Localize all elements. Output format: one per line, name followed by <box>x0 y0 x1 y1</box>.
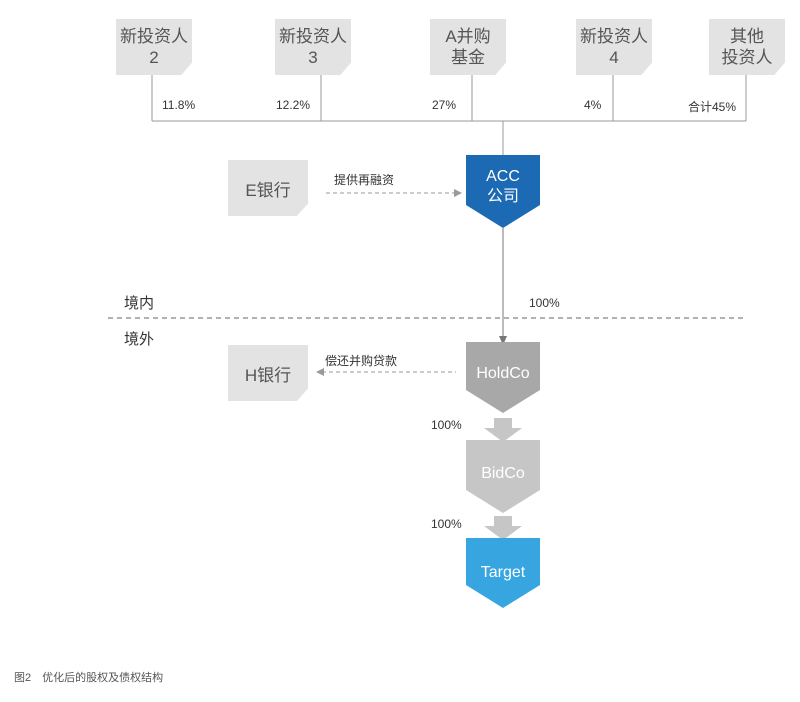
holdco-label: HoldCo <box>476 365 530 382</box>
investor-a-fund-pct: 27% <box>432 98 457 112</box>
acc-label-line2: 公司 <box>486 188 519 205</box>
figure-caption: 图2 优化后的股权及债权结构 <box>14 672 164 684</box>
investor-box-3: 新投资人 3 <box>275 19 351 75</box>
target-chevron <box>466 538 540 608</box>
investor-4-line2: 4 <box>609 48 619 67</box>
holdco-bidco-pct: 100% <box>431 418 462 432</box>
investor-2-line2: 2 <box>149 48 159 67</box>
investor-others-pct: 合计45% <box>688 100 737 114</box>
investor-box-a-fund: A并购 基金 <box>430 19 506 75</box>
investor-a-fund-line2: 基金 <box>451 48 485 67</box>
investor-3-line2: 3 <box>308 48 318 67</box>
bidco-target-arrow <box>484 516 522 540</box>
refinance-arrow-head <box>454 189 462 197</box>
investor-4-line1: 新投资人 <box>580 27 648 46</box>
investor-box-others: 其他 投资人 <box>709 19 785 75</box>
e-bank-box: E银行 <box>228 160 308 216</box>
repay-arrow-head <box>316 368 324 376</box>
acc-holdco-pct: 100% <box>529 296 560 310</box>
investor-box-4: 新投资人 4 <box>576 19 652 75</box>
investor-2-line1: 新投资人 <box>120 27 188 46</box>
bidco-chevron <box>466 440 540 513</box>
acc-label-line1: ACC <box>486 168 520 185</box>
acc-holdco-arrow-head <box>499 336 507 345</box>
investor-others-line2: 投资人 <box>721 48 773 67</box>
investor-box-2: 新投资人 2 <box>116 19 192 75</box>
holdco-chevron <box>466 342 540 413</box>
bidco-label: BidCo <box>481 465 525 482</box>
domestic-label: 境内 <box>124 295 155 312</box>
acc-chevron <box>466 155 540 228</box>
investor-a-fund-line1: A并购 <box>445 27 491 46</box>
bidco-target-pct: 100% <box>431 517 462 531</box>
refinance-label: 提供再融资 <box>334 173 395 187</box>
target-label: Target <box>480 564 526 581</box>
investor-others-line1: 其他 <box>730 27 764 46</box>
investor-3-pct: 12.2% <box>276 98 311 112</box>
overseas-label: 境外 <box>124 331 155 348</box>
investor-2-pct: 11.8% <box>162 98 196 112</box>
h-bank-box: H银行 <box>228 345 308 401</box>
investor-4-pct: 4% <box>584 98 602 112</box>
holdco-bidco-arrow <box>484 418 522 442</box>
acc-label: ACC 公司 <box>466 164 540 210</box>
investor-3-line1: 新投资人 <box>279 27 347 46</box>
repay-label: 偿还并购贷款 <box>325 354 398 368</box>
